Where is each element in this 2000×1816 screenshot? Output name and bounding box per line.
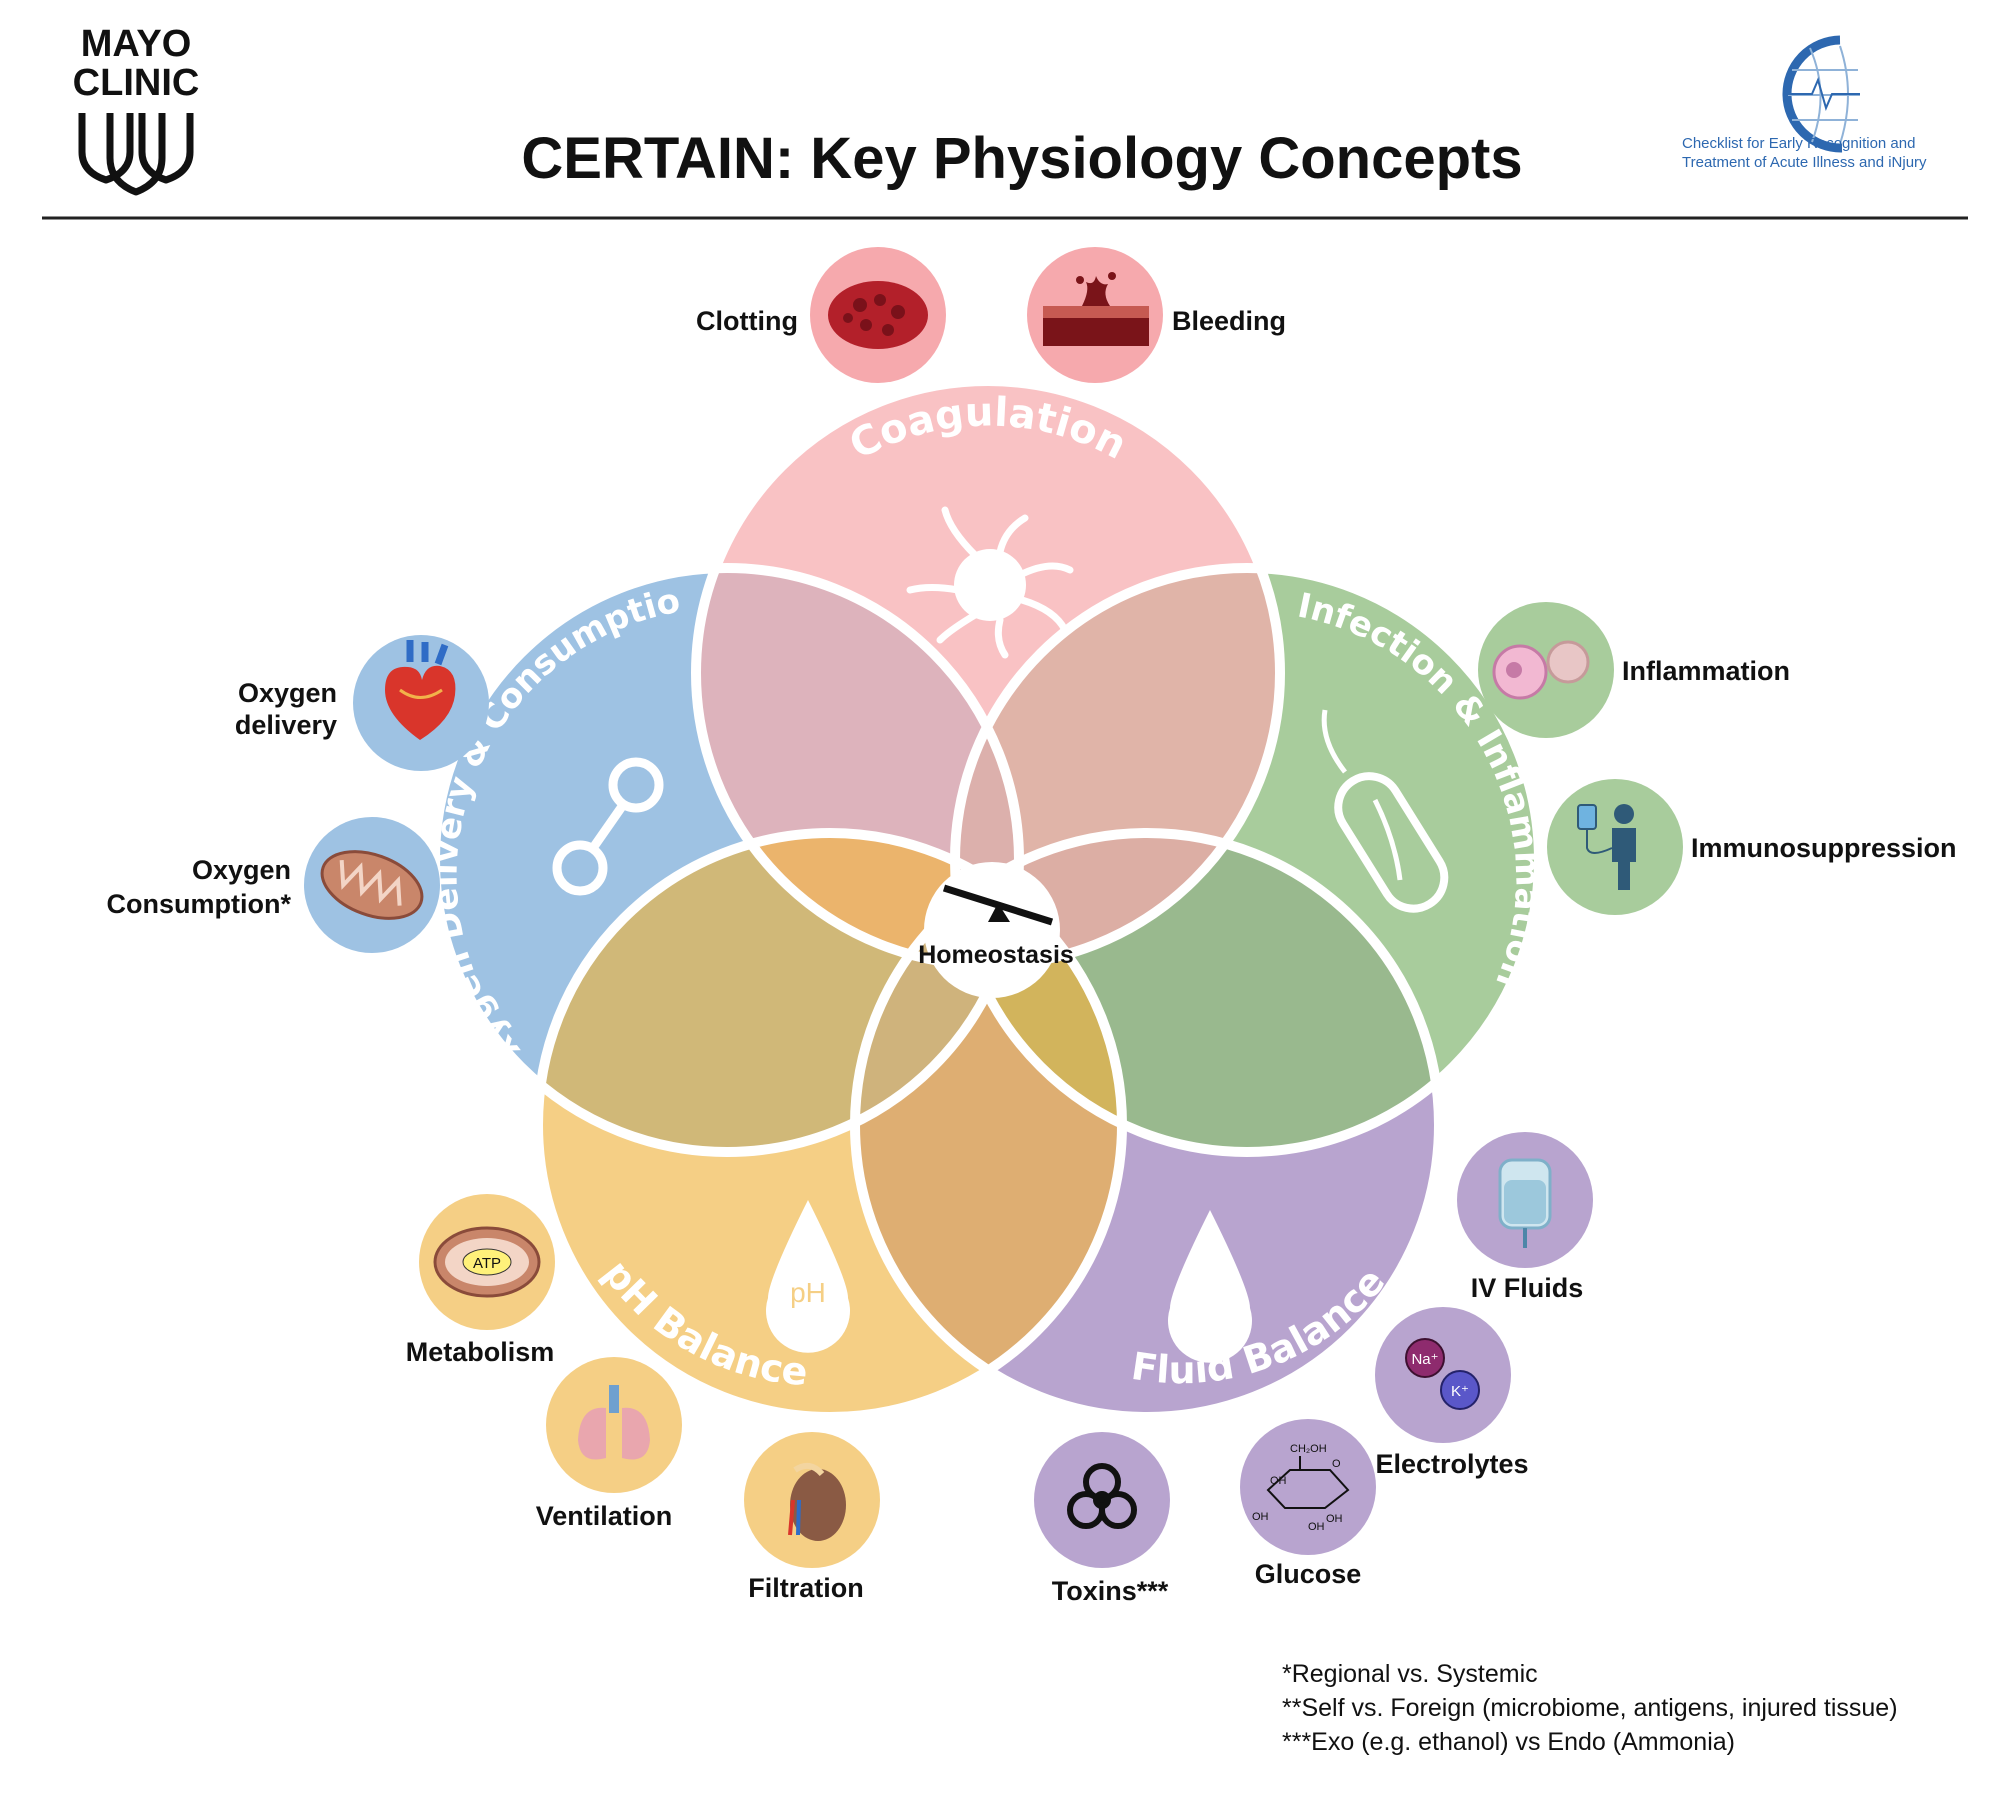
mayo-logo-line1: MAYO — [81, 23, 192, 65]
filtration-node — [744, 1432, 880, 1568]
glucose-node: CH₂OH O OH OH OH OH — [1240, 1419, 1376, 1555]
clotting-node — [810, 247, 946, 383]
iv-fluids-label: IV Fluids — [1471, 1273, 1584, 1303]
ventilation-label: Ventilation — [536, 1501, 673, 1531]
dumbbell-icon — [552, 757, 664, 896]
iv-bag-icon — [1498, 1158, 1552, 1248]
ph-drop-icon: pH — [765, 1200, 850, 1353]
bacterium-icon — [1321, 709, 1449, 913]
glucose-oh-text-3: OH — [1326, 1513, 1343, 1525]
bleeding-label: Bleeding — [1172, 306, 1286, 336]
footnote-2: **Self vs. Foreign (microbiome, antigens… — [1282, 1694, 1898, 1722]
oxygen-delivery-node — [353, 635, 489, 771]
mayo-logo-line2: CLINIC — [73, 62, 200, 104]
bleeding-wound-icon — [1043, 272, 1149, 346]
oxygen-delivery-label-1: Oxygen — [238, 678, 337, 708]
electrolytes-label: Electrolytes — [1375, 1449, 1528, 1479]
footnote-1: *Regional vs. Systemic — [1282, 1660, 1538, 1688]
toxins-label: Toxins*** — [1052, 1576, 1169, 1606]
glucose-molecule-icon: CH₂OH O OH OH OH OH — [1252, 1443, 1350, 1533]
sodium-text: Na⁺ — [1411, 1351, 1438, 1368]
kidney-icon — [788, 1462, 846, 1541]
balance-scale-icon — [942, 884, 1054, 926]
iv-fluids-node — [1457, 1132, 1593, 1268]
platelet-icon — [906, 506, 1074, 659]
immunosuppression-label: Immunosuppression — [1691, 833, 1957, 863]
oxygen-consumption-node — [304, 817, 440, 953]
mayo-shield-logo — [78, 113, 194, 196]
footnote-3: ***Exo (e.g. ethanol) vs Endo (Ammonia) — [1282, 1728, 1735, 1756]
oxygen-consumption-label-1: Oxygen — [192, 855, 291, 885]
ventilation-circle — [546, 1357, 682, 1493]
biohazard-icon — [1067, 1463, 1137, 1529]
page-title: CERTAIN: Key Physiology Concepts — [521, 126, 1522, 191]
glucose-o-text: O — [1332, 1458, 1341, 1470]
heart-icon — [385, 640, 456, 740]
certain-tagline-line2: Treatment of Acute Illness and iNjury — [1682, 154, 1927, 171]
glucose-oh-text-2: OH — [1252, 1511, 1269, 1523]
immunosuppression-node — [1547, 779, 1683, 915]
atp-mitochondria-icon: ATP — [433, 1226, 541, 1298]
certain-logo — [1782, 35, 1860, 153]
homeostasis-label: Homeostasis — [918, 941, 1074, 969]
atp-text: ATP — [473, 1255, 501, 1272]
glucose-oh-text-4: OH — [1308, 1521, 1325, 1533]
certain-tagline-line1: Checklist for Early Recognition and — [1682, 135, 1915, 152]
glucose-ch2oh-text: CH₂OH — [1290, 1443, 1327, 1455]
glucose-label: Glucose — [1255, 1559, 1362, 1589]
water-drop-icon — [1167, 1210, 1252, 1363]
venn-diagram: Homeostasis — [430, 376, 1544, 1422]
metabolism-label: Metabolism — [406, 1337, 555, 1367]
electrolytes-circle — [1375, 1307, 1511, 1443]
electrolytes-icon: Na⁺ K⁺ — [1405, 1338, 1480, 1410]
clotting-label: Clotting — [696, 306, 798, 336]
bleeding-node — [1027, 247, 1163, 383]
ph-drop-text: pH — [790, 1277, 826, 1308]
homeostasis-center — [924, 862, 1060, 998]
lungs-icon — [578, 1385, 650, 1460]
metabolism-node: ATP — [419, 1194, 555, 1330]
inflammation-label: Inflammation — [1622, 656, 1790, 686]
potassium-text: K⁺ — [1451, 1383, 1469, 1400]
immune-cell-icon — [1492, 640, 1590, 700]
inflammation-node — [1478, 602, 1614, 738]
filtration-label: Filtration — [748, 1573, 864, 1603]
blood-clot-icon — [828, 281, 928, 349]
oxygen-consumption-label-2: Consumption* — [107, 889, 292, 919]
oxygen-delivery-label-2: delivery — [235, 710, 337, 740]
mitochondria-icon — [320, 850, 424, 920]
glucose-oh-text-1: OH — [1270, 1475, 1287, 1487]
electrolytes-node: Na⁺ K⁺ — [1375, 1307, 1511, 1443]
toxins-node — [1034, 1432, 1170, 1568]
ventilation-node — [546, 1357, 682, 1493]
patient-iv-icon — [1577, 804, 1636, 890]
glucose-circle — [1240, 1419, 1376, 1555]
